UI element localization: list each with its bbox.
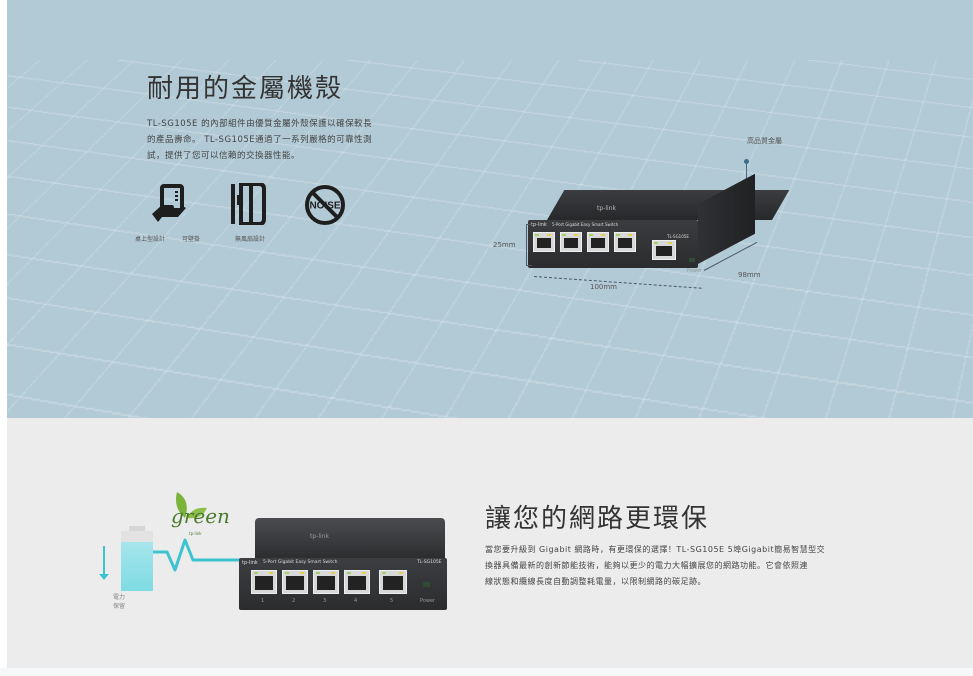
battery-label: 電力 保留 — [113, 593, 125, 611]
switch-top-cover — [255, 518, 445, 560]
leaf-icon — [176, 492, 207, 519]
green-logo: green tp-link — [167, 490, 230, 540]
description-line: 線狀態和纜線長度自動調整耗電量，以限制網路的碳足跡。 — [485, 577, 706, 586]
feature-label-wall-mount: 可壁掛 — [182, 236, 201, 243]
battery-label-line1: 電力 — [113, 594, 126, 601]
port-number: 5 — [390, 598, 394, 604]
height-dimension-line — [526, 224, 532, 266]
port-5 — [652, 240, 676, 260]
section-title-metal: 耐用的金屬機殼 — [147, 74, 344, 104]
pulse-line-icon — [153, 538, 243, 572]
section-title-green: 讓您的網路更環保 — [485, 504, 710, 534]
port-3 — [313, 570, 339, 594]
power-led — [423, 582, 430, 587]
port-1 — [251, 570, 277, 594]
description-line: 換器具備最新的創新節能技術，能夠以更少的電力大幅擴展您的網路功能。它會依照連 — [485, 561, 808, 570]
front-brand: tp-link — [531, 222, 547, 228]
front-label: 5-Port Gigabit Easy Smart Switch — [263, 560, 338, 565]
description-line: 當您要升級到 Gigabit 網路時，有更環保的選擇！TL-SG105E 5埠G… — [485, 545, 826, 554]
front-label: 5-Port Gigabit Easy Smart Switch — [552, 222, 619, 227]
feature-label-fanless: 無風扇設計 — [235, 236, 266, 243]
green-description: 當您要升級到 Gigabit 網路時，有更環保的選擇！TL-SG105E 5埠G… — [485, 542, 905, 590]
metal-description: TL-SG105E 的內部組件由優質金屬外殼保護以確保較長 的產品壽命。 TL-… — [147, 116, 437, 164]
port-5 — [379, 570, 407, 594]
power-label: Power — [420, 598, 436, 604]
green-logo-sub: tp-link — [189, 531, 202, 536]
port-number: 2 — [292, 598, 296, 604]
description-line: TL-SG105E 的內部組件由優質金屬外殼保護以確保較長 — [147, 119, 373, 129]
port-number: 1 — [261, 598, 265, 604]
front-brand: tp-link — [242, 560, 258, 566]
switch-brand-top: tp-link — [597, 205, 616, 212]
battery-label-line2: 保留 — [113, 603, 126, 610]
hand-holding-device-icon — [150, 184, 190, 224]
power-led — [689, 258, 695, 262]
port-2 — [560, 232, 582, 252]
switch-top-brand: tp-link — [310, 533, 329, 540]
front-model: TL-SG105E — [667, 234, 689, 239]
width-dimension-label: 100mm — [590, 283, 617, 291]
power-label: Power — [687, 268, 703, 274]
green-logo-text: green — [171, 504, 230, 528]
no-noise-icon: NOISE — [304, 184, 346, 226]
feature-label-desktop: 桌上型設計 — [135, 236, 166, 243]
wall-mount-icon — [229, 182, 269, 226]
description-line: 的產品壽命。 TL-SG105E通過了一系列嚴格的可靠性測 — [147, 135, 373, 145]
port-3 — [587, 232, 609, 252]
green-network-section: green tp-link 電力 保留 tp-link tp-link 5-Po… — [7, 418, 973, 668]
port-number: 3 — [323, 598, 327, 604]
battery-icon — [121, 526, 153, 591]
callout-label-metal: 高品質金屬 — [747, 137, 782, 145]
port-2 — [282, 570, 308, 594]
front-model: TL-SG105E — [417, 560, 442, 565]
port-1 — [533, 232, 555, 252]
port-4 — [344, 570, 370, 594]
page-bottom-strip — [0, 668, 973, 676]
port-4 — [614, 232, 636, 252]
height-dimension-label: 25mm — [493, 241, 516, 249]
metal-casing-section: 耐用的金屬機殼 TL-SG105E 的內部組件由優質金屬外殼保護以確保較長 的產… — [7, 0, 973, 418]
depth-dimension-label: 98mm — [738, 271, 761, 279]
callout-dot — [744, 159, 749, 164]
description-line: 試，提供了您可以信賴的交換器性能。 — [147, 151, 301, 161]
port-number: 4 — [354, 598, 358, 604]
down-arrow-head — [99, 574, 109, 580]
down-arrow-icon — [103, 546, 105, 576]
